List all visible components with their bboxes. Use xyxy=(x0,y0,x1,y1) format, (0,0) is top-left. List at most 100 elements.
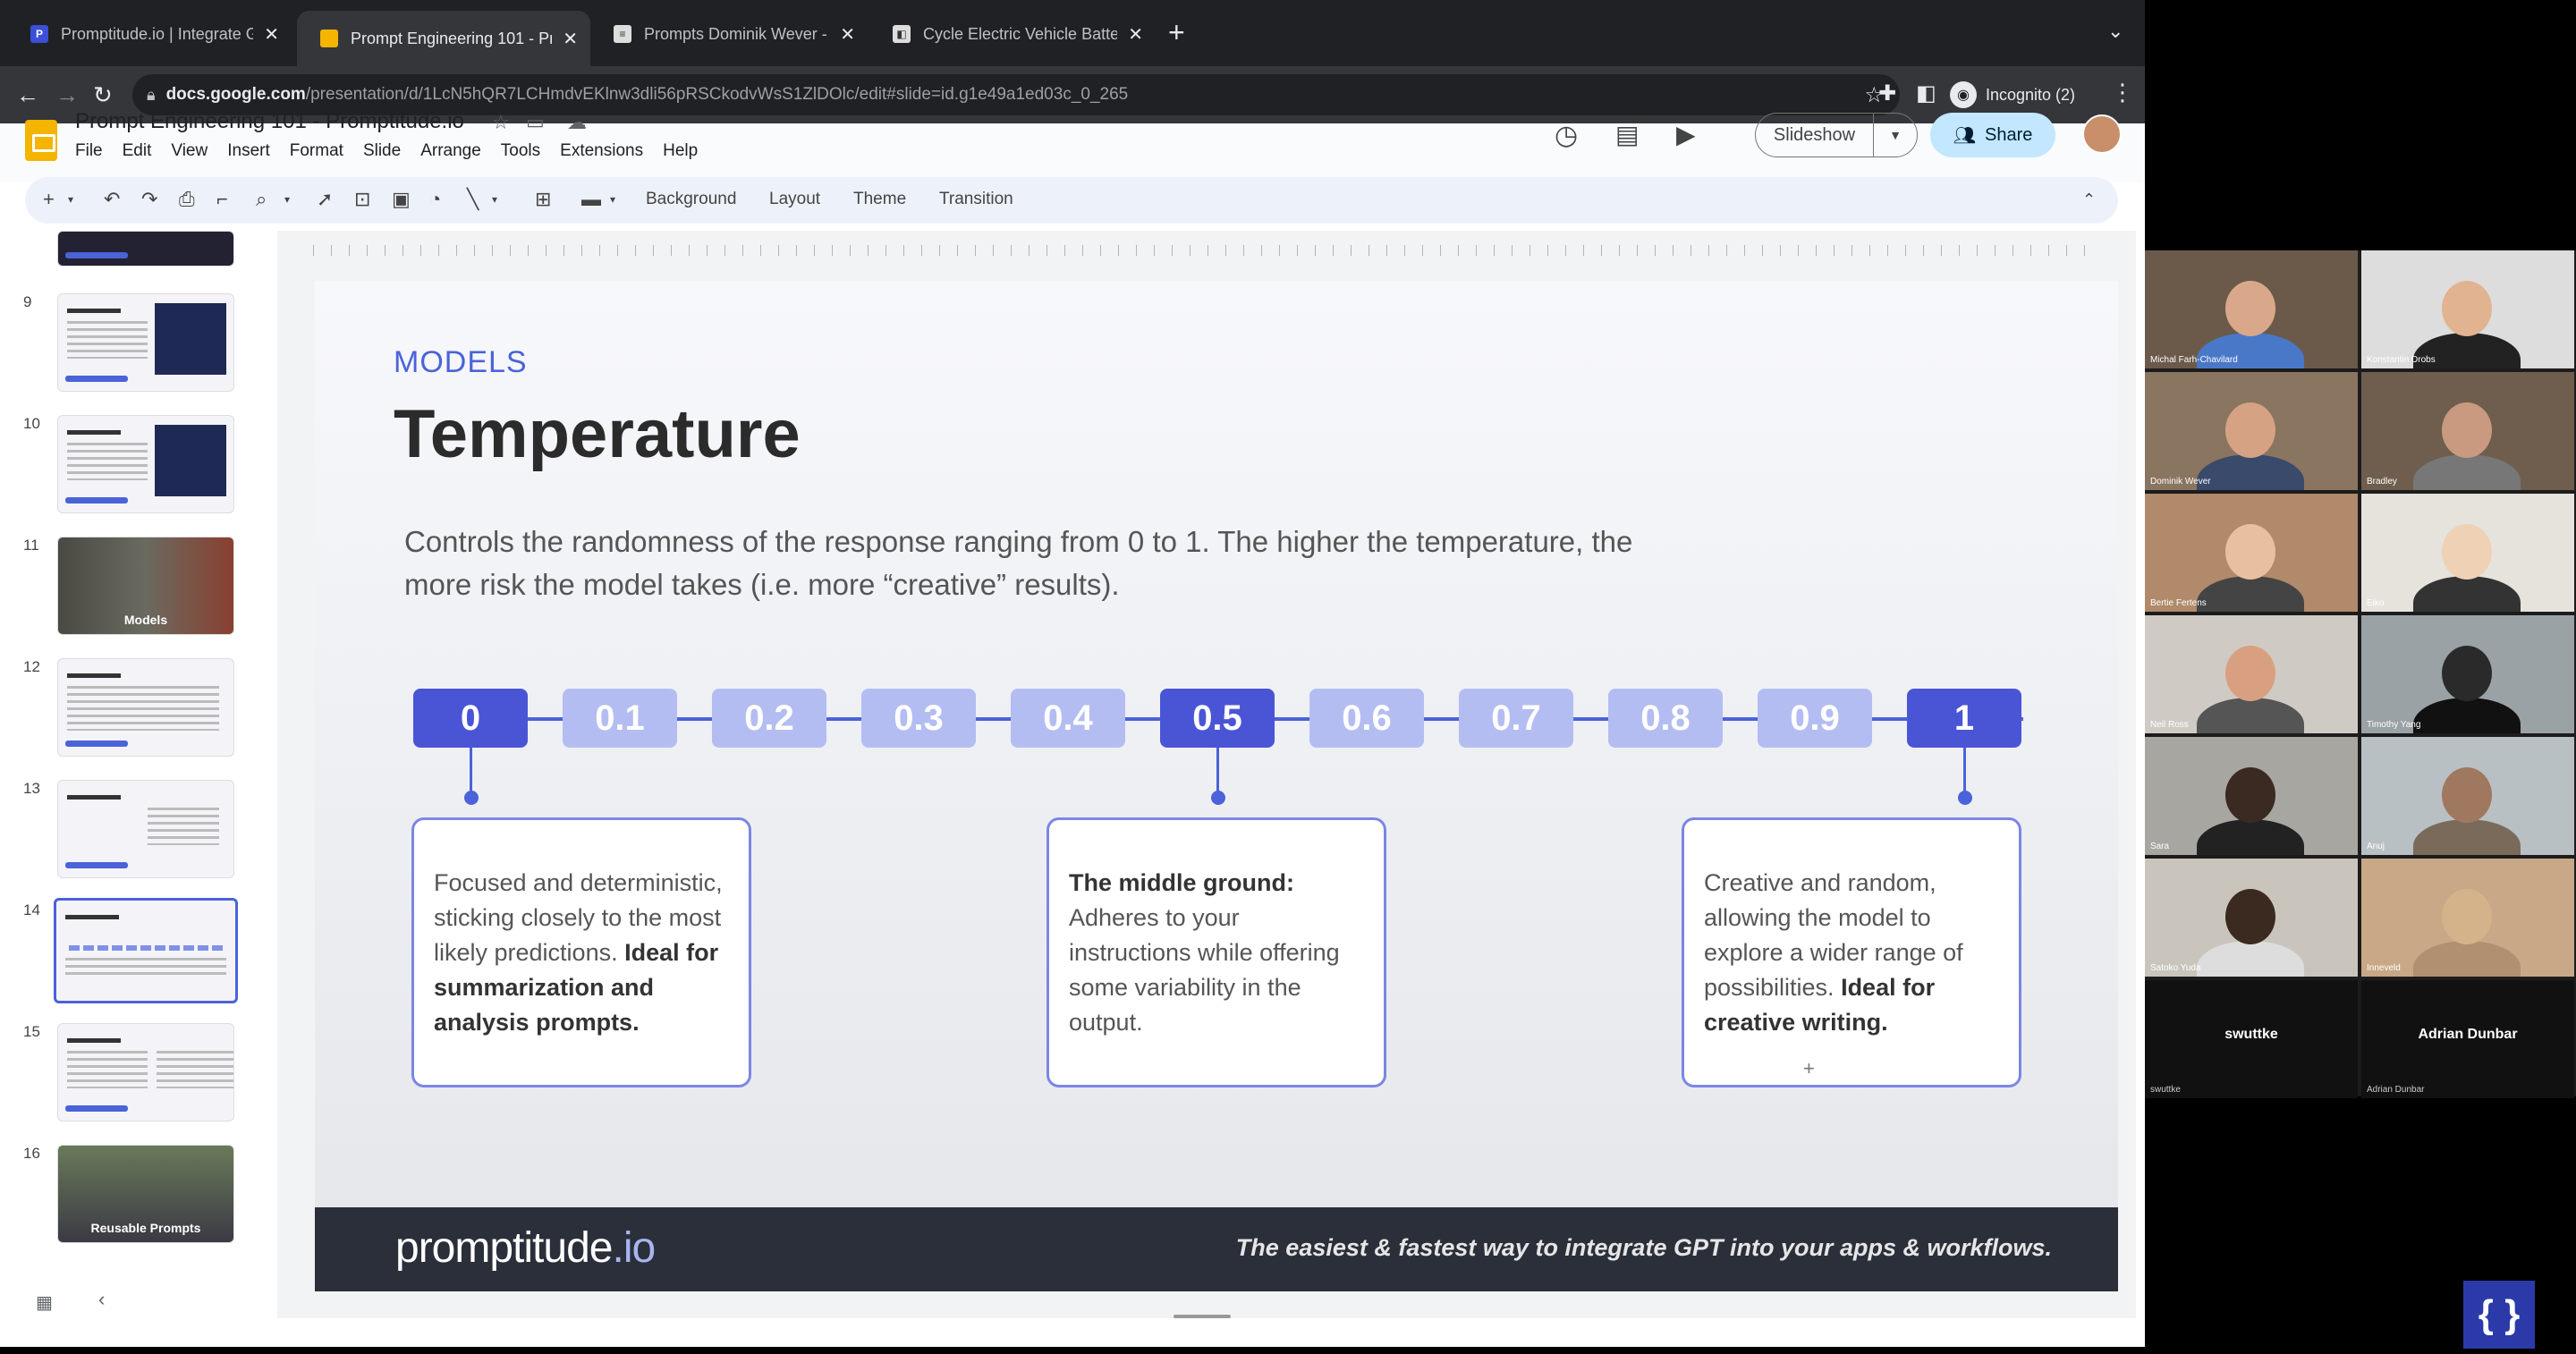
incognito-indicator[interactable]: ◉ Incognito (2) xyxy=(1950,75,2075,114)
back-arrow-icon[interactable]: ← xyxy=(16,81,39,108)
slide-thumbnail-15[interactable] xyxy=(57,1023,234,1121)
participant-name: Michal Farh-Chavilard xyxy=(2150,355,2238,365)
participant-video-tile[interactable]: Michal Farh-Chavilard xyxy=(2145,250,2358,368)
tab-promptitude[interactable]: P Promptitude.io | Integrate GPT ✕ xyxy=(7,16,292,52)
participant-name: Bradley xyxy=(2367,477,2397,487)
line-icon[interactable]: ╲ xyxy=(467,188,479,210)
slide-thumbnail-13[interactable] xyxy=(57,780,234,878)
meet-camera-icon[interactable]: ▶ xyxy=(1676,121,1696,148)
transition-button[interactable]: Transition xyxy=(939,190,1013,208)
new-tab-button[interactable]: + xyxy=(1168,16,1185,48)
line-dropdown-icon[interactable]: ▾ xyxy=(492,193,498,206)
layout-button[interactable]: Layout xyxy=(769,190,821,208)
participant-video-tile[interactable]: Neil Ross xyxy=(2145,615,2358,733)
doc-title[interactable]: Prompt Engineering 101 - Promptitude.io xyxy=(75,109,464,133)
participant-name: Eiko xyxy=(2367,598,2385,608)
address-bar[interactable]: 🔒︎ docs.google.com /presentation/d/1LcN5… xyxy=(132,74,1900,115)
paint-format-icon[interactable]: ⌐ xyxy=(216,188,228,210)
menu-slide[interactable]: Slide xyxy=(362,141,402,160)
star-icon[interactable]: ☆ xyxy=(492,111,510,133)
slide-thumbnail-10[interactable] xyxy=(57,415,234,513)
slide-thumbnail-11[interactable]: Models xyxy=(57,537,234,635)
move-folder-icon[interactable]: ▭ xyxy=(526,111,545,133)
text-box-icon[interactable]: ⊡ xyxy=(354,188,371,210)
share-button[interactable]: 👥︎ Share xyxy=(1930,113,2055,157)
card-text: Creative and random, allowing the model … xyxy=(1704,868,1963,1001)
menu-insert[interactable]: Insert xyxy=(227,141,270,160)
close-tab-icon[interactable]: ✕ xyxy=(563,29,578,49)
select-cursor-icon[interactable]: ➚ xyxy=(317,188,334,210)
background-button[interactable]: Background xyxy=(646,190,737,208)
participant-video-tile[interactable]: Konstantin Drobs xyxy=(2361,250,2574,368)
horizontal-ruler[interactable] xyxy=(313,245,2093,256)
slideshow-button[interactable]: Slideshow ▼ xyxy=(1755,113,1918,157)
menu-view[interactable]: View xyxy=(171,141,208,160)
slide-number: 13 xyxy=(23,780,40,797)
user-avatar[interactable] xyxy=(2082,114,2122,154)
close-tab-icon[interactable]: ✕ xyxy=(1128,24,1143,45)
participant-body xyxy=(2413,333,2521,368)
slideshow-dropdown-icon[interactable]: ▼ xyxy=(1889,128,1902,142)
participant-video-tile[interactable]: Inneveld xyxy=(2361,859,2574,977)
menu-tools[interactable]: Tools xyxy=(500,141,541,160)
slide-thumbnail-12[interactable] xyxy=(57,658,234,757)
menu-arrange[interactable]: Arrange xyxy=(420,141,481,160)
participant-video-tile[interactable]: Eiko xyxy=(2361,494,2574,612)
menu-help[interactable]: Help xyxy=(663,141,699,160)
slide-title: Temperature xyxy=(394,396,801,472)
tab-cycle-ev[interactable]: ◧ Cycle Electric Vehicle Batterie ✕ xyxy=(869,16,1156,52)
participant-video-tile[interactable]: Anuj xyxy=(2361,737,2574,855)
tab-prompt-engineering[interactable]: Prompt Engineering 101 - Prom ✕ xyxy=(297,11,590,66)
participant-video-tile[interactable]: Dominik Wever xyxy=(2145,372,2358,490)
menu-file[interactable]: File xyxy=(75,141,103,160)
fill-color-icon[interactable]: ▬ xyxy=(581,188,601,210)
footer-tagline: The easiest & fastest way to integrate G… xyxy=(1235,1234,2052,1261)
participant-video-tile[interactable]: Bertie Fertens xyxy=(2145,494,2358,612)
tab-search-chevron-icon[interactable]: ⌄ xyxy=(2107,20,2124,42)
browser-menu-icon[interactable]: ⋮ xyxy=(2111,79,2134,106)
new-slide-plus-icon[interactable]: + xyxy=(43,188,55,210)
theme-button[interactable]: Theme xyxy=(853,190,907,208)
version-history-icon[interactable]: ◷ xyxy=(1555,121,1579,150)
participant-video-tile[interactable]: Satoko Yuda xyxy=(2145,859,2358,977)
collapse-toolbar-chevron-icon[interactable]: ⌃ xyxy=(2082,190,2097,208)
current-slide[interactable]: MODELS Temperature Controls the randomne… xyxy=(315,281,2118,1291)
fill-dropdown-icon[interactable]: ▾ xyxy=(610,193,616,206)
participant-video-tile[interactable]: Sara xyxy=(2145,737,2358,855)
slide-thumbnail-8[interactable] xyxy=(57,231,234,267)
forward-arrow-icon[interactable]: → xyxy=(55,81,79,108)
participant-name: Inneveld xyxy=(2367,963,2401,973)
redo-icon[interactable]: ↷ xyxy=(141,188,158,210)
new-slide-dropdown-icon[interactable]: ▾ xyxy=(68,193,74,206)
zoom-dropdown-icon[interactable]: ▾ xyxy=(284,193,291,206)
slide-thumbnail-9[interactable] xyxy=(57,293,234,392)
add-comment-icon[interactable]: ⊞ xyxy=(535,188,552,210)
grid-view-icon[interactable]: ▦ xyxy=(36,1293,53,1313)
collapse-filmstrip-chevron-icon[interactable]: ‹ xyxy=(98,1288,106,1310)
menu-extensions[interactable]: Extensions xyxy=(560,141,644,160)
slide-thumbnail-14-selected[interactable] xyxy=(54,898,238,1003)
speaker-notes-drag-handle[interactable] xyxy=(1174,1315,1231,1318)
slide-thumbnail-16[interactable]: Reusable Prompts xyxy=(57,1145,234,1243)
comments-icon[interactable]: ▤ xyxy=(1615,121,1640,148)
print-icon[interactable]: ⎙ xyxy=(179,188,195,210)
google-slides-logo-icon[interactable] xyxy=(25,120,57,161)
undo-icon[interactable]: ↶ xyxy=(104,188,121,210)
menu-edit[interactable]: Edit xyxy=(122,141,152,160)
shape-icon[interactable]: ◔ xyxy=(429,188,442,210)
close-tab-icon[interactable]: ✕ xyxy=(264,24,279,45)
reload-icon[interactable]: ↻ xyxy=(93,81,113,108)
participant-video-tile[interactable]: Bradley xyxy=(2361,372,2574,490)
bookmark-star-icon[interactable]: ☆ xyxy=(1864,82,1884,107)
participant-video-tile[interactable]: Timothy Yang xyxy=(2361,615,2574,733)
insert-image-icon[interactable]: ▣ xyxy=(392,188,411,210)
side-panel-icon[interactable]: ◧ xyxy=(1916,81,1936,106)
card-temperature-1: Creative and random, allowing the model … xyxy=(1682,817,2021,1087)
zoom-icon[interactable]: ⌕ xyxy=(256,188,267,210)
extensions-puzzle-icon[interactable]: ✚ xyxy=(1878,81,1897,106)
menu-format[interactable]: Format xyxy=(289,141,343,160)
tab-prompts-dominik[interactable]: ≡ Prompts Dominik Wever - XYZ ✕ xyxy=(590,16,868,52)
close-tab-icon[interactable]: ✕ xyxy=(840,24,855,45)
